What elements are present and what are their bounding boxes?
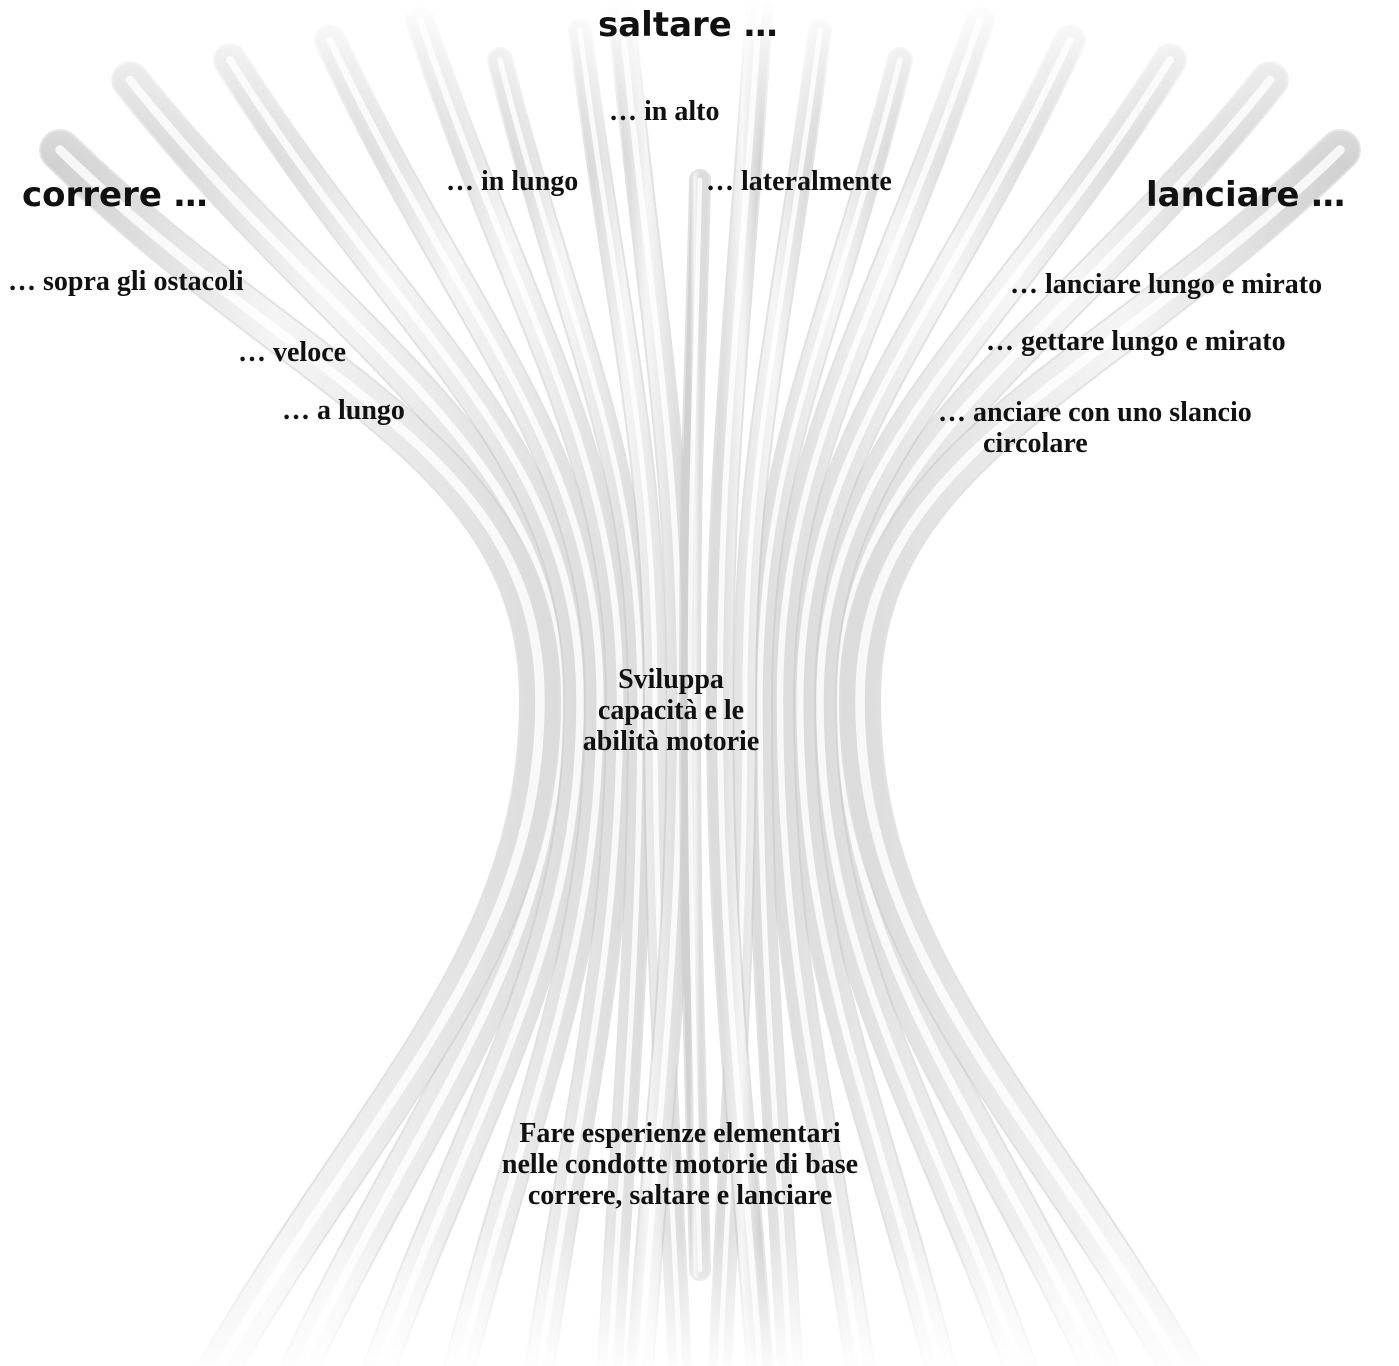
center-develop-text: Sviluppa capacità e le abilità motorie: [582, 664, 760, 757]
center-experience-text: Fare esperienze elementari nelle condott…: [501, 1118, 859, 1211]
throw-item-circular-swing: … anciare con uno slancio circolare: [938, 397, 1252, 459]
throw-item-long-aimed: … lanciare lungo e mirato: [1010, 269, 1323, 300]
run-item-long: … a lungo: [282, 395, 405, 426]
heading-correre: correre …: [22, 175, 208, 215]
run-item-fast: … veloce: [238, 337, 347, 368]
run-item-hurdles: … sopra gli ostacoli: [8, 266, 244, 297]
jump-item-sideways: … lateralmente: [706, 166, 892, 197]
heading-lanciare: lanciare …: [1146, 175, 1346, 215]
jump-item-long: … in lungo: [446, 166, 579, 197]
heading-saltare: saltare …: [598, 5, 778, 45]
jump-item-high: … in alto: [609, 96, 720, 127]
throw-item-toss-long-aimed: … gettare lungo e mirato: [986, 326, 1286, 357]
